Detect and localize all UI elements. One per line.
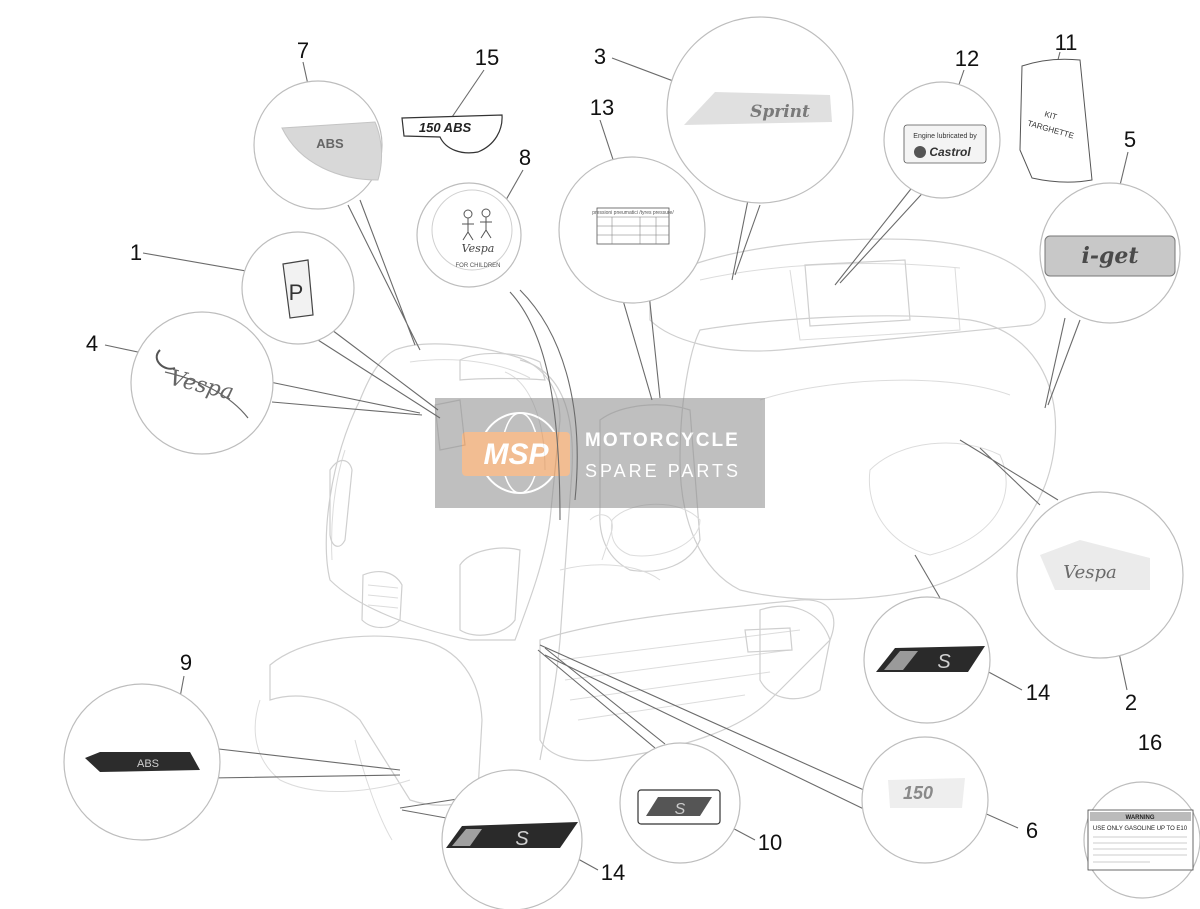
decal-sprint: Sprint [684, 92, 832, 125]
svg-text:ABS: ABS [316, 136, 344, 151]
svg-text:S: S [675, 801, 686, 818]
svg-text:Vespa: Vespa [1063, 562, 1117, 583]
svg-text:i-get: i-get [1081, 243, 1138, 269]
decal-150-abs: 150 ABS [401, 114, 503, 154]
callout-6: 6 [1026, 818, 1038, 843]
svg-text:USE ONLY GASOLINE UP TO E10: USE ONLY GASOLINE UP TO E10 [1093, 826, 1188, 832]
svg-text:WARNING: WARNING [1126, 815, 1155, 821]
decal-abs-shield: ABS [281, 121, 383, 181]
callout-11: 11 [1055, 30, 1078, 55]
msp-logo [462, 432, 570, 476]
decal-s-stripe-bottom: S [446, 822, 578, 850]
bubble-4 [130, 311, 274, 455]
svg-text:150 ABS: 150 ABS [419, 120, 472, 135]
watermark-line1: MOTORCYCLE [585, 430, 740, 451]
decal-s-badge: S [637, 789, 721, 825]
decal-vespa-for-children: Vespa FOR CHILDREN [431, 189, 513, 271]
callout-5: 5 [1124, 127, 1136, 152]
svg-text:Engine lubricated by: Engine lubricated by [913, 133, 977, 140]
watermark-line2: SPARE PARTS [585, 461, 741, 481]
watermark: MSP MOTORCYCLE SPARE PARTS [435, 398, 765, 508]
svg-text:S: S [515, 828, 529, 850]
callout-9: 9 [180, 650, 192, 675]
svg-text:150: 150 [903, 783, 933, 803]
callout-14-right: 14 [1026, 680, 1050, 705]
svg-text:Castrol: Castrol [929, 145, 971, 159]
svg-text:ABS: ABS [137, 758, 159, 770]
castrol-logo-icon [914, 146, 926, 158]
callout-2: 2 [1125, 690, 1137, 715]
svg-text:FOR CHILDREN: FOR CHILDREN [455, 263, 500, 269]
svg-text:KIT: KIT [1043, 110, 1058, 122]
callout-4: 4 [86, 331, 98, 356]
decal-abs-stripe: ABS [85, 752, 200, 772]
callout-8: 8 [519, 145, 531, 170]
callout-7: 7 [297, 38, 309, 63]
piaggio-badge-icon: P [282, 259, 314, 319]
callout-14-bottom: 14 [601, 860, 625, 885]
callout-12: 12 [955, 46, 979, 71]
svg-text:pressioni pneumatici /tyres pr: pressioni pneumatici /tyres pressure/ [592, 210, 674, 216]
callout-numbers: 1 2 3 4 5 6 7 8 9 10 11 12 13 14 14 15 1… [86, 30, 1162, 885]
svg-text:S: S [937, 651, 951, 673]
svg-text:P: P [289, 280, 304, 305]
callout-10: 10 [758, 830, 782, 855]
decal-s-stripe-right: S [876, 646, 985, 673]
svg-text:Sprint: Sprint [750, 102, 810, 122]
decal-warning-gasoline: WARNING USE ONLY GASOLINE UP TO E10 [1083, 781, 1200, 899]
decal-tyre-pressure: pressioni pneumatici /tyres pressure/ [592, 207, 674, 245]
decal-vespa-side: Vespa [1040, 540, 1150, 590]
decal-iget: i-get [1044, 235, 1176, 277]
svg-text:Vespa: Vespa [462, 242, 495, 255]
callout-3: 3 [594, 44, 606, 69]
callout-16: 16 [1138, 730, 1162, 755]
callout-1: 1 [130, 240, 142, 265]
decal-kit-targhette: KIT TARGHETTE [1019, 58, 1093, 183]
decal-castrol: Engine lubricated by Castrol [903, 124, 987, 164]
callout-15: 15 [475, 45, 499, 70]
decal-150: 150 [888, 778, 965, 808]
callout-13: 13 [590, 95, 614, 120]
msp-logo-text: MSP [483, 438, 549, 471]
